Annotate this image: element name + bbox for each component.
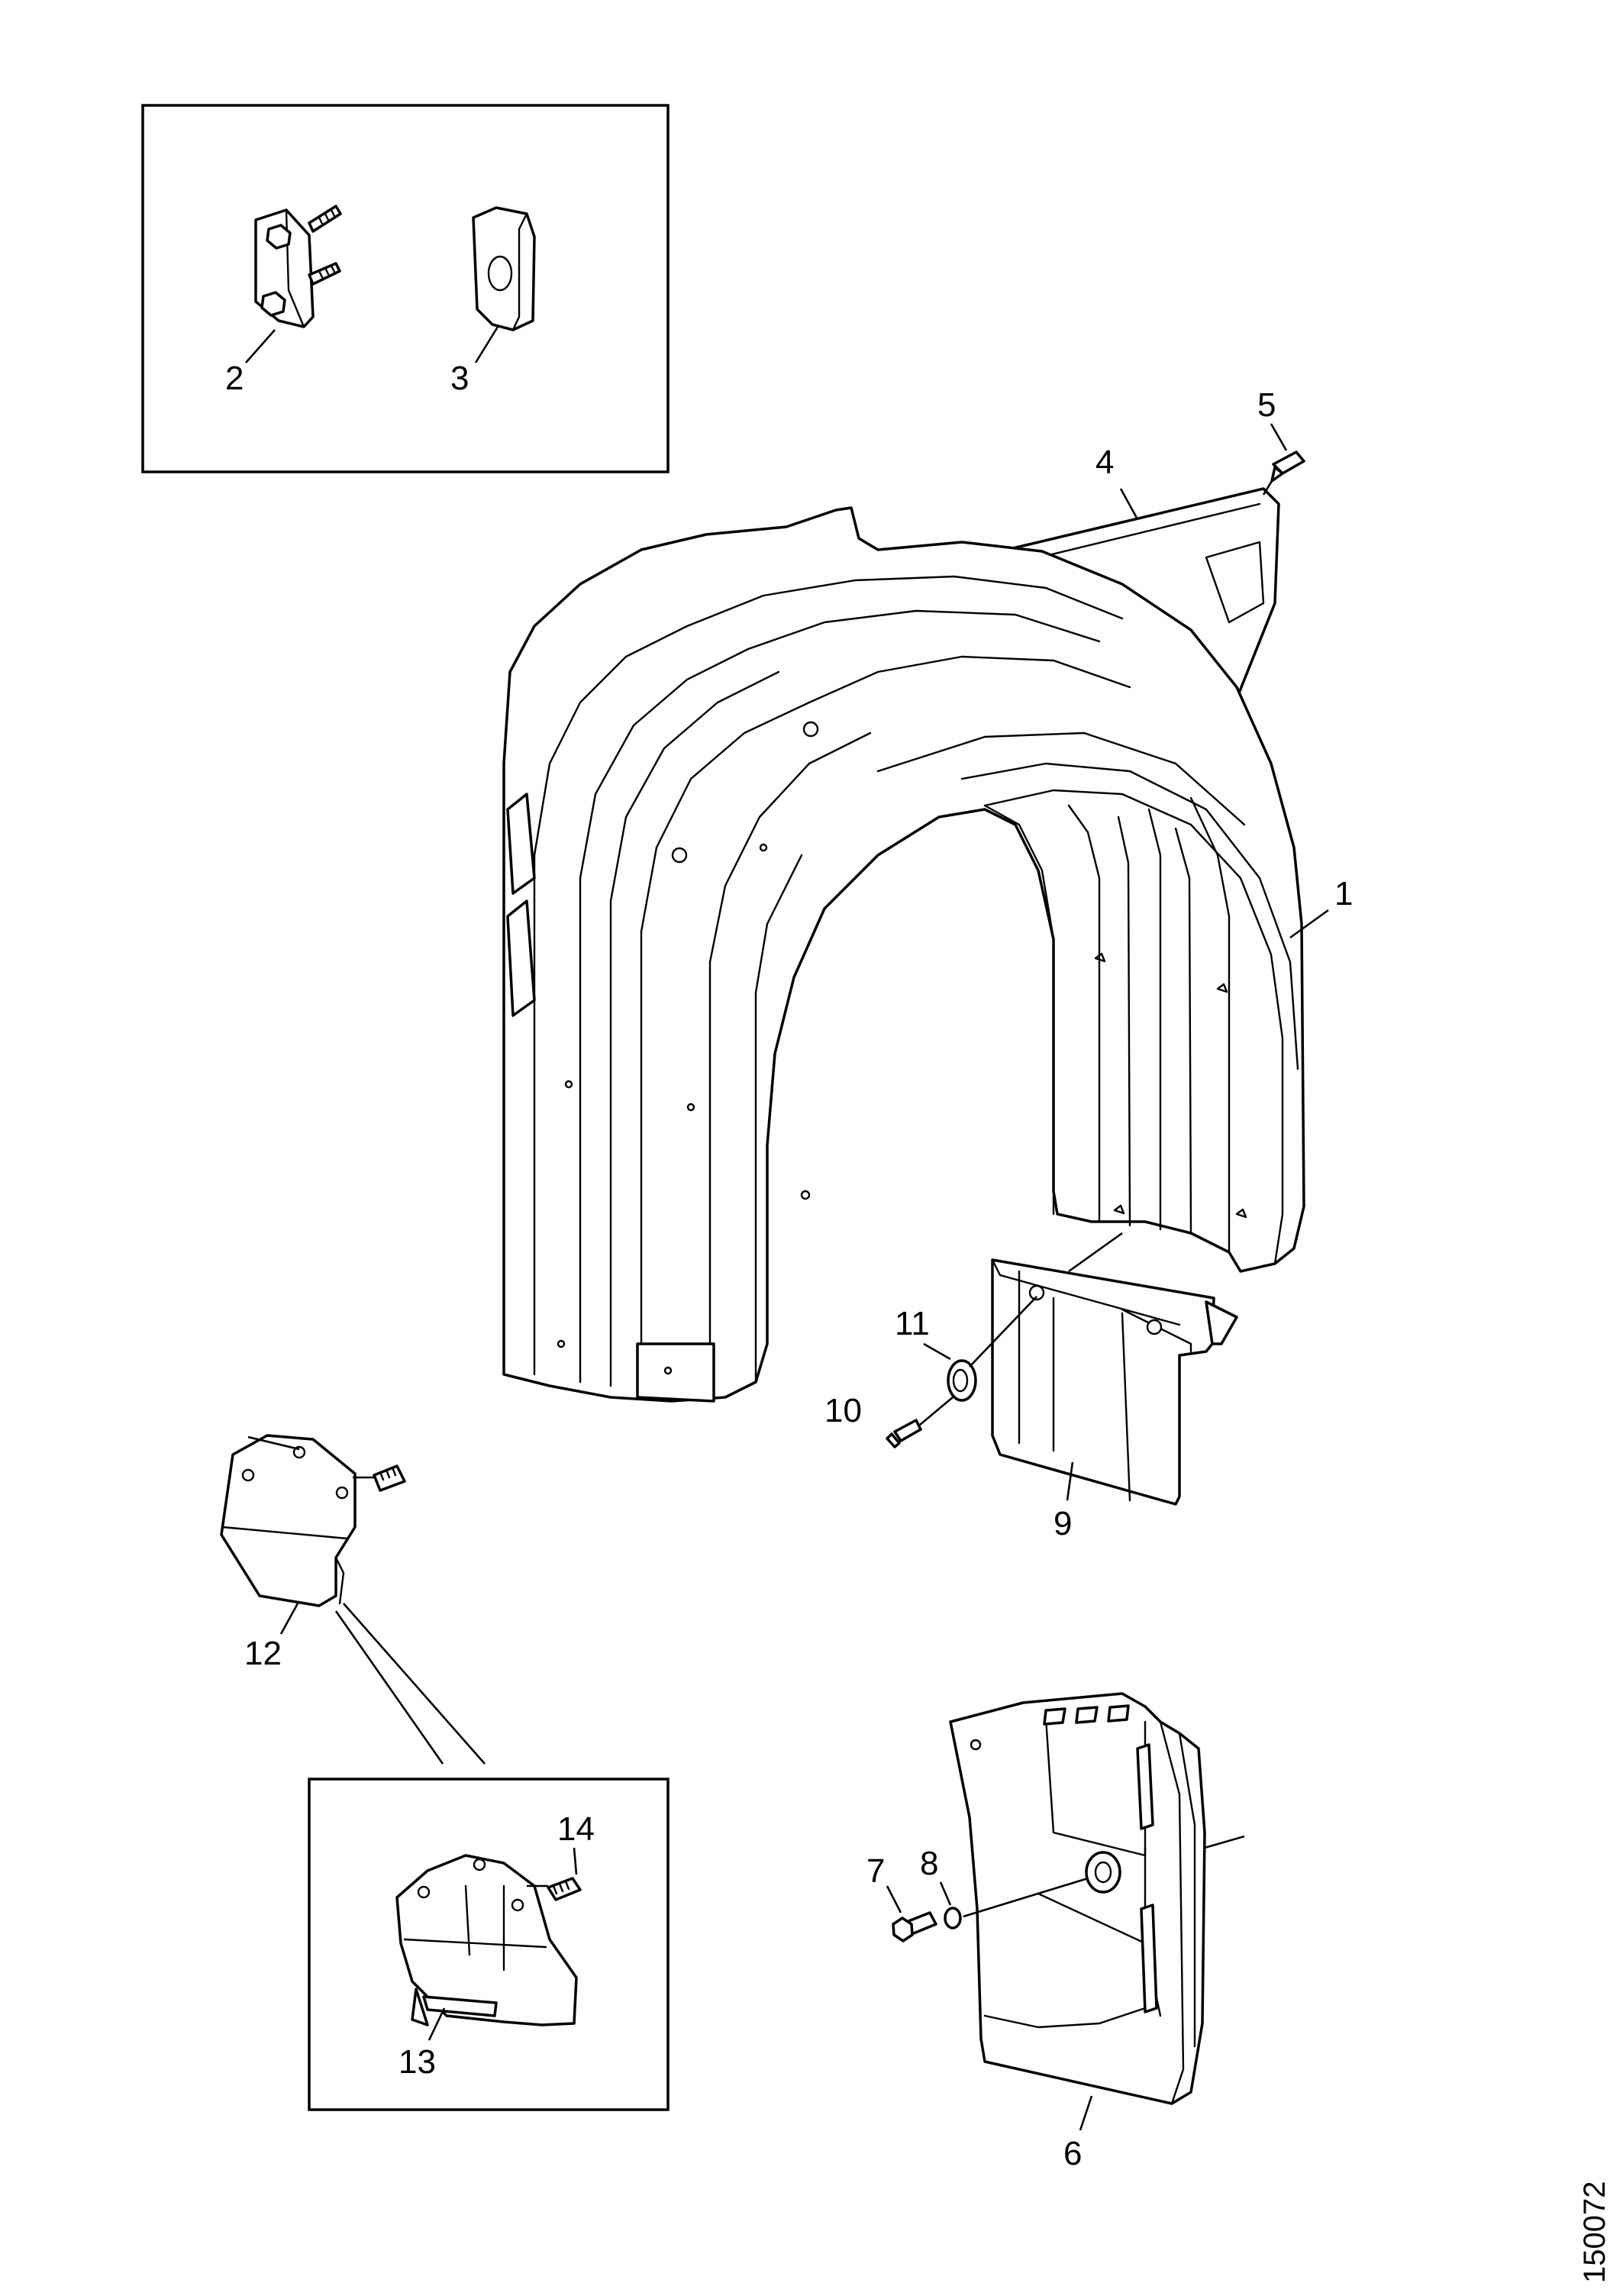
part-13-bracket-detail (395, 1854, 578, 2026)
zoom-indicator (334, 1603, 486, 1765)
callout-8: 8 (920, 1845, 952, 1906)
part-2-bolt-plate (254, 205, 342, 328)
part-1-wheel-arch-liner (502, 506, 1305, 1403)
part-8-washer (944, 1877, 1089, 1929)
part-9-splash-panel (991, 1258, 1238, 1506)
callout-label-7: 7 (866, 1852, 885, 1890)
callout-4: 4 (1095, 444, 1139, 520)
inset-box-bottom (308, 1778, 670, 2111)
callout-label-3: 3 (450, 360, 469, 397)
figure-reference-number: 150072 (1578, 2181, 1612, 2283)
part-5-screw (1262, 450, 1305, 496)
callout-1: 1 (1289, 875, 1353, 939)
callout-3: 3 (450, 326, 499, 397)
part-11-washer (923, 1296, 1037, 1402)
part-3-nut-plate (472, 206, 536, 331)
callout-9: 9 (1053, 1461, 1074, 1542)
callout-2: 2 (225, 329, 276, 397)
callout-11: 11 (895, 1305, 930, 1342)
callout-5: 5 (1257, 386, 1288, 451)
callout-label-5: 5 (1257, 386, 1276, 424)
part-12-bracket (220, 1434, 406, 1607)
callout-label-13: 13 (398, 2043, 436, 2081)
part-10-screw (886, 1397, 953, 1448)
callout-10: 10 (824, 1392, 862, 1429)
callout-13: 13 (398, 2007, 446, 2081)
callout-12: 12 (244, 1603, 299, 1672)
leader-1-to-9 (1068, 1232, 1123, 1273)
callout-label-8: 8 (920, 1845, 938, 1882)
callout-label-2: 2 (225, 360, 244, 397)
callout-label-14: 14 (557, 1810, 595, 1848)
callout-label-9: 9 (1053, 1505, 1072, 1542)
callout-label-10: 10 (824, 1392, 862, 1429)
callout-label-4: 4 (1095, 444, 1114, 481)
inset-box-top (141, 104, 670, 473)
part-6-mud-flap (949, 1692, 1245, 2105)
callout-6: 6 (1063, 2095, 1093, 2172)
callout-14: 14 (557, 1810, 595, 1875)
part-14-screw (527, 1877, 582, 1901)
callout-label-11: 11 (895, 1305, 930, 1342)
callout-label-6: 6 (1063, 2135, 1082, 2172)
callout-7: 7 (866, 1852, 902, 1913)
part-7-bolt (892, 1911, 937, 1942)
callout-label-1: 1 (1334, 875, 1353, 912)
callout-label-12: 12 (244, 1635, 282, 1672)
